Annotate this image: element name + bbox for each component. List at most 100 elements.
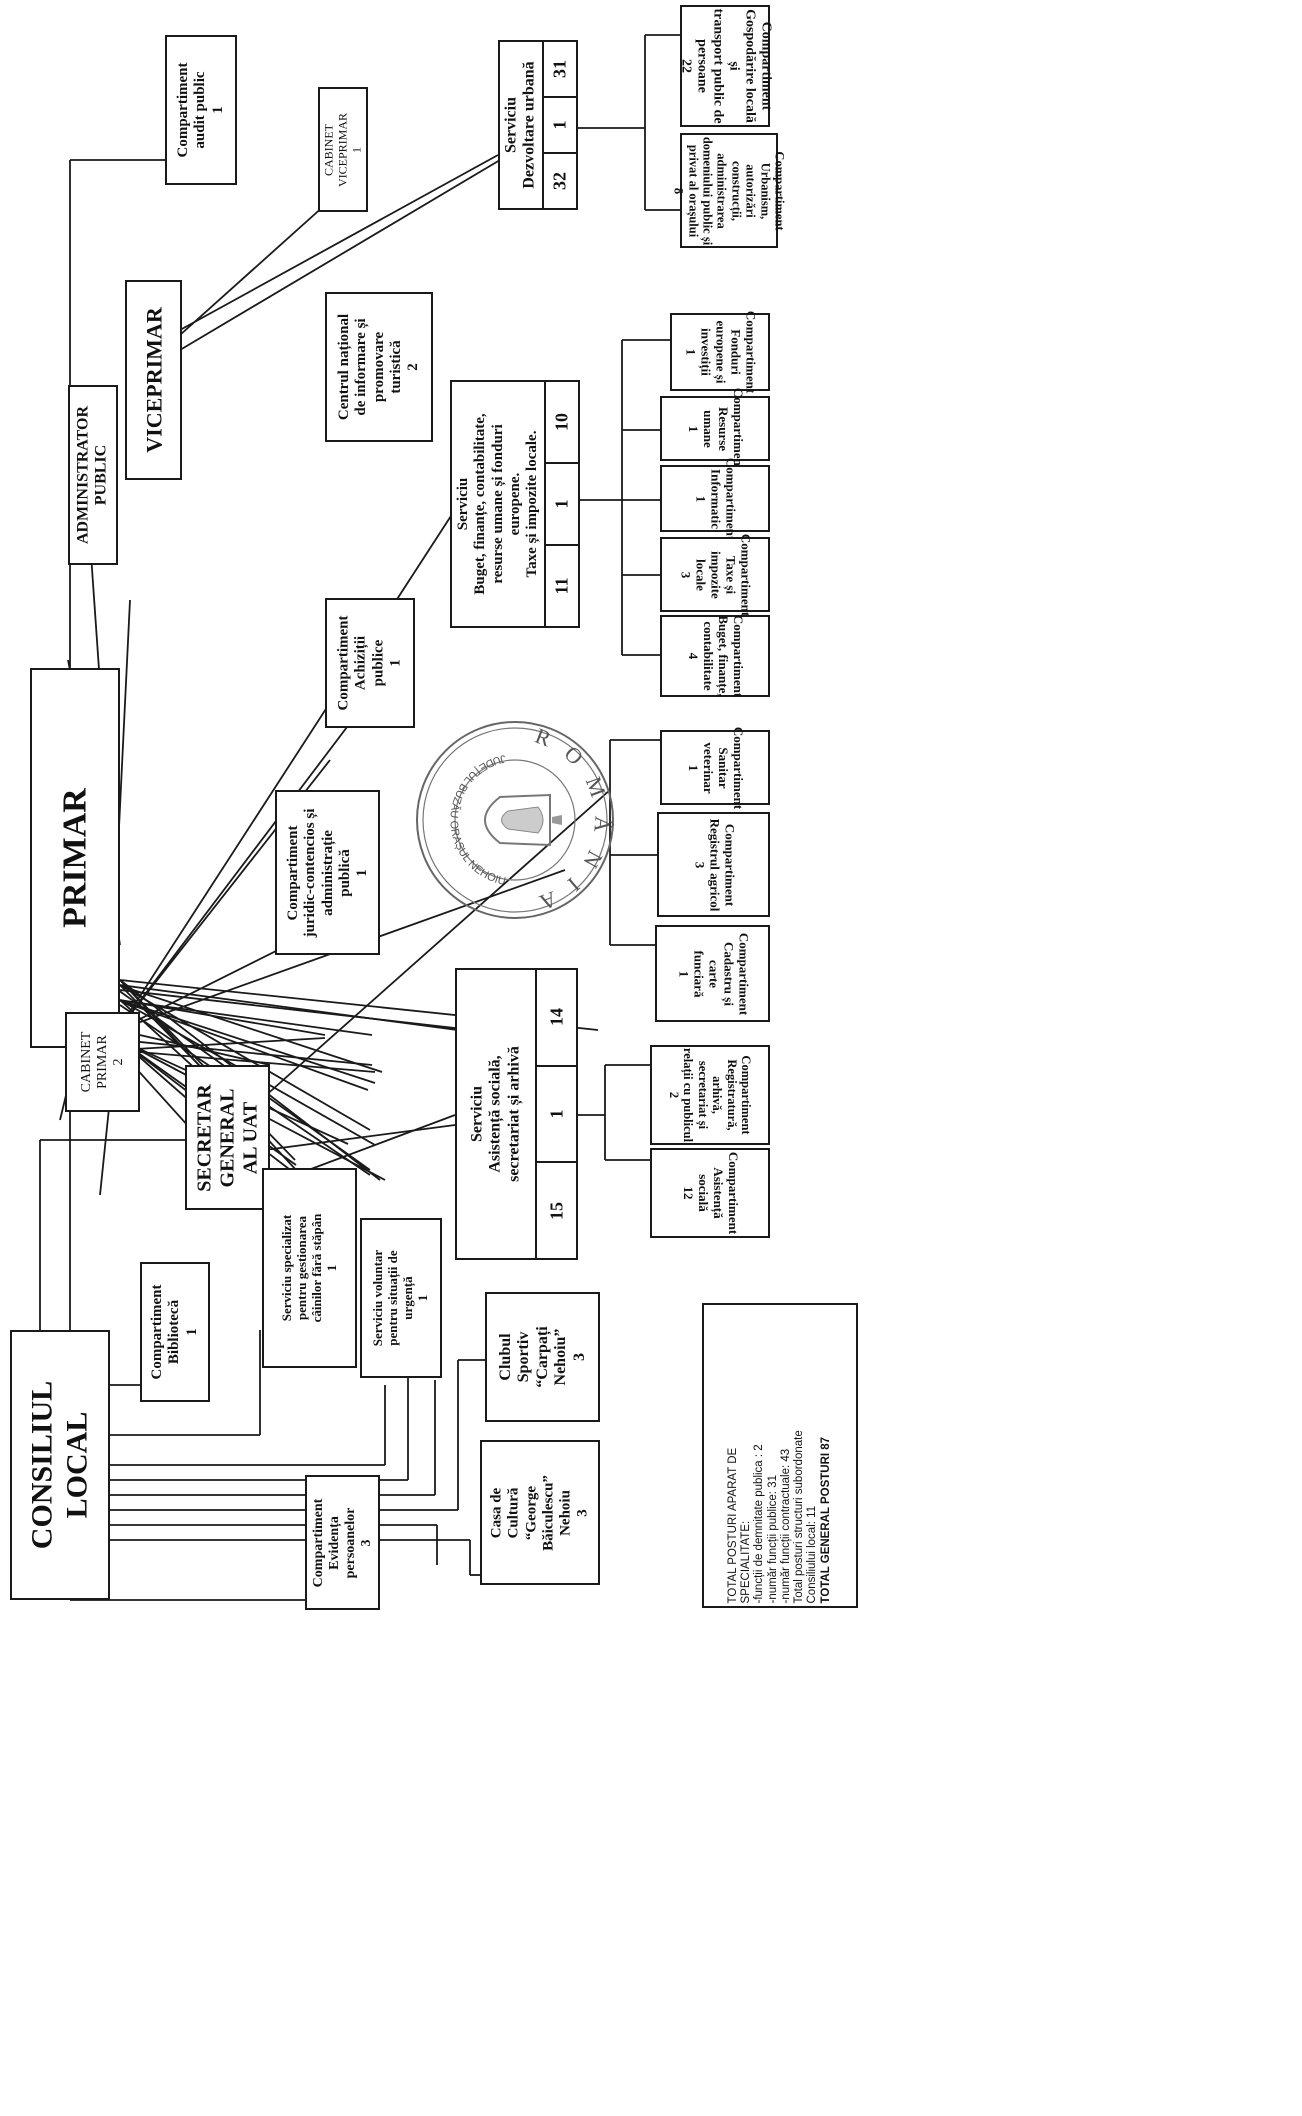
totals-line: -număr funcții publice: 31 <box>766 1474 779 1603</box>
casa-cultura-count: 3 <box>574 1508 591 1517</box>
asistenta-sociala-title: Compartiment Asistență socială <box>696 1151 741 1235</box>
cabinet-primar-count: 2 <box>110 1058 126 1066</box>
cabinet-viceprimar-title: CABINET VICEPRIMAR <box>321 112 350 187</box>
serviciu-caini-count: 1 <box>323 1264 339 1272</box>
totals-box: TOTAL POSTURI APARAT DE SPECIALITATE: -f… <box>702 1303 858 1608</box>
serviciu-voluntar-box: Serviciu voluntar pentru situații de urg… <box>360 1218 442 1378</box>
serviciu-buget-box: Serviciu Buget, finanțe, contabilitate, … <box>450 380 580 628</box>
secretar-general-title: SECRETAR GENERAL AL UAT <box>193 1083 261 1192</box>
audit-public-title: Compartiment audit public <box>175 62 209 158</box>
achizitii-publice-count: 1 <box>387 659 404 667</box>
romania-seal-stamp: * R O M Â N I A * JUDEȚUL BUZĂU ORAȘUL N… <box>416 715 620 920</box>
juridic-title: Compartiment juridic-contencios și admin… <box>284 808 353 937</box>
casa-cultura-box: Casa de Cultură “George Băiculescu” Neho… <box>480 1440 600 1585</box>
seal-bottom-text: JUDEȚUL BUZĂU ORAȘUL NEHOIU <box>447 752 507 888</box>
evidenta-persoanelor-title: Compartiment Evidența persoanelor <box>310 1498 358 1587</box>
gospodarire-title: Compartiment Gospodărire locală și trans… <box>693 8 774 124</box>
buget-cell: 10 <box>551 413 572 431</box>
club-sportiv-title: Clubul Sportiv “Carpați Nehoiu” <box>496 1326 569 1388</box>
fonduri-europene-box: Compartiment Fonduri europene și investi… <box>670 310 770 394</box>
totals-line: Total posturi structuri subordonate <box>793 1429 806 1603</box>
secretar-general-box: SECRETAR GENERAL AL UAT <box>185 1065 270 1210</box>
primar-box: PRIMAR <box>30 668 120 1048</box>
biblioteca-count: 1 <box>183 1328 200 1336</box>
centru-informare-title: Centrul național de informare și promova… <box>335 313 404 421</box>
sanitar-veterinar-count: 1 <box>686 764 702 771</box>
fonduri-europene-count: 1 <box>683 348 699 356</box>
centru-informare-count: 2 <box>404 363 421 371</box>
fonduri-europene-title: Compartiment Fonduri europene și investi… <box>698 310 759 394</box>
totals-line: -număr funcții contractuale: 43 <box>780 1448 792 1603</box>
primar-title: PRIMAR <box>56 788 94 928</box>
registratura-box: Compartiment Registratură, arhivă, secre… <box>650 1045 770 1145</box>
asistenta-sociala-count: 12 <box>681 1186 697 1200</box>
sanitar-veterinar-title: Compartiment Sanitar veterinar <box>701 726 746 809</box>
centru-informare-box: Centrul național de informare și promova… <box>325 292 433 442</box>
cadastru-title: Compartiment Cadastru și carte funciară <box>691 932 751 1015</box>
totals-line: Consiliului local: 11 <box>806 1505 819 1603</box>
buget-cell: 11 <box>546 544 578 626</box>
serviciu-dezvoltare-box: Serviciu Dezvoltare urbană 32 1 31 <box>498 40 578 210</box>
taxe-impozite-title: Compartiment Taxe și impozite locale <box>693 533 754 616</box>
urbanism-count: 8 <box>671 187 686 194</box>
serviciu-asistenta-title: Serviciu Asistență socială, secretariat … <box>468 1046 523 1182</box>
dezvoltare-cell: 31 <box>549 60 570 78</box>
taxe-impozite-count: 3 <box>678 571 694 578</box>
club-sportiv-count: 3 <box>570 1353 588 1361</box>
resurse-umane-count: 1 <box>686 425 702 432</box>
club-sportiv-box: Clubul Sportiv “Carpați Nehoiu”3 <box>485 1292 600 1422</box>
evidenta-persoanelor-count: 3 <box>358 1539 374 1546</box>
serviciu-caini-title: Serviciu specializat pentru gestionarea … <box>278 1213 324 1323</box>
gospodarire-count: 22 <box>677 59 693 73</box>
casa-cultura-title: Casa de Cultură “George Băiculescu” Neho… <box>488 1474 574 1551</box>
registratura-count: 2 <box>667 1091 682 1099</box>
registratura-title: Compartiment Registratură, arhivă, secre… <box>681 1047 754 1143</box>
dezvoltare-cell: 1 <box>544 96 576 152</box>
buget-finante-count: 4 <box>686 652 702 660</box>
asistenta-cell: 14 <box>546 1008 566 1027</box>
informatic-title: Compartiment Informatic <box>708 457 739 540</box>
administrator-public-title: ADMINISTRATOR PUBLIC <box>74 405 110 545</box>
asistenta-cell: 15 <box>537 1161 576 1258</box>
urbanism-title: Compartiment Urbanism, autorizări constr… <box>686 136 787 245</box>
consiliul-local-box: CONSILIUL LOCAL <box>10 1330 110 1600</box>
urbanism-box: Compartiment Urbanism, autorizări constr… <box>672 133 787 248</box>
asistenta-cell: 1 <box>537 1064 576 1162</box>
serviciu-buget-title: Serviciu Buget, finanțe, contabilitate, … <box>454 413 540 595</box>
administrator-public-box: ADMINISTRATOR PUBLIC <box>68 385 118 565</box>
biblioteca-title: Compartiment Bibliotecă <box>149 1284 183 1380</box>
serviciu-dezvoltare-title: Serviciu Dezvoltare urbană <box>502 61 538 189</box>
registrul-agricol-count: 3 <box>692 861 708 868</box>
serviciu-caini-box: Serviciu specializat pentru gestionarea … <box>262 1168 357 1368</box>
totals-line: SPECIALITATE: <box>740 1520 753 1603</box>
buget-cell: 1 <box>546 462 578 544</box>
serviciu-asistenta-box: Serviciu Asistență socială, secretariat … <box>455 968 578 1260</box>
totals-line: TOTAL POSTURI APARAT DE <box>727 1447 740 1603</box>
serviciu-voluntar-count: 1 <box>414 1294 430 1302</box>
registrul-agricol-title: Compartiment Registrul agricol <box>706 818 737 911</box>
grand-total: TOTAL GENERAL POSTURI 87 <box>819 1436 832 1603</box>
gospodarire-box: Compartiment Gospodărire locală și trans… <box>677 5 774 127</box>
viceprimar-title: VICEPRIMAR <box>140 307 166 453</box>
cadastru-count: 1 <box>676 970 692 977</box>
buget-finante-box: Compartiment Buget, finanțe, contabilita… <box>660 615 770 697</box>
juridic-box: Compartiment juridic-contencios și admin… <box>275 790 380 955</box>
totals-line: -funcții de demnitate publica : 2 <box>753 1443 766 1603</box>
dezvoltare-cell: 32 <box>544 152 576 208</box>
achizitii-publice-title: Compartiment Achiziții publice <box>335 615 387 711</box>
svg-text:JUDEȚUL BUZĂU ORAȘUL NEHOIU: JUDEȚUL BUZĂU ORAȘUL NEHOIU <box>447 752 507 888</box>
audit-public-count: 1 <box>209 106 226 114</box>
